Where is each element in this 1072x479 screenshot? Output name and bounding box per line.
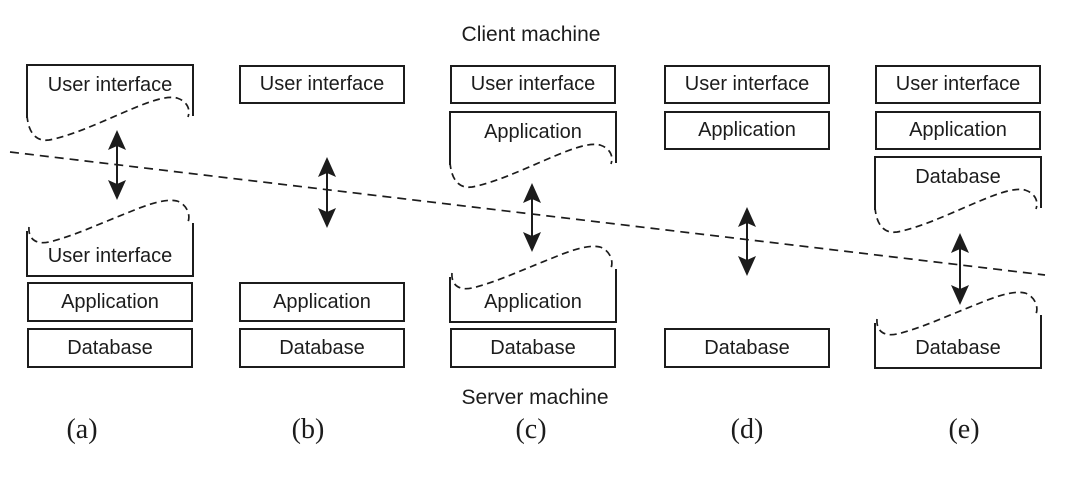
box-label: Database [67,336,153,359]
torn-box-c-server-outline [449,245,617,323]
box-label: Application [909,119,1007,141]
box-c-server-database: Database [450,328,616,368]
box-d-client-user-interface: User interface [664,65,830,104]
arrowhead-down-icon [951,285,969,305]
torn-edge-e-client [874,188,1038,234]
box-d-client-application: Application [664,111,830,150]
client-machine-label: Client machine [461,23,601,46]
arrowhead-down-icon [318,208,336,228]
network-arrow-e [951,233,969,305]
arrowhead-up-icon [523,183,541,203]
box-b-client-user-interface: User interface [239,65,405,104]
box-b-server-database: Database [239,328,405,368]
torn-edge-a-client [26,96,190,142]
torn-edge-a-server [28,199,190,244]
arrowhead-down-icon [108,180,126,200]
arrowhead-down-icon [738,256,756,276]
network-arrow-c [523,183,541,252]
arrowhead-up-icon [318,157,336,177]
box-a-client-user-interface: User interface [47,73,173,96]
arrowhead-up-icon [738,207,756,227]
torn-edge-c-client [449,143,613,189]
box-label: Application [61,290,159,313]
torn-box-e-server-outline [874,291,1042,369]
torn-edge-c-server [451,245,613,290]
column-label-e: (e) [948,414,980,445]
client-server-divider-line [9,151,1046,276]
network-arrow-d [738,207,756,276]
box-label: Application [273,290,371,313]
box-a-server-application: Application [27,282,193,322]
server-machine-label: Server machine [461,386,609,409]
torn-edge-e-server [876,291,1038,336]
box-label: Database [279,336,365,359]
box-label: User interface [259,73,385,95]
torn-box-c-client-outline [449,111,617,189]
box-label: User interface [895,73,1021,95]
box-label: User interface [684,73,810,95]
column-label-d: (d) [730,414,764,445]
box-e-client-user-interface: User interface [875,65,1041,104]
box-b-server-application: Application [239,282,405,322]
arrowhead-up-icon [108,130,126,150]
box-e-client-database: Database [915,165,1001,188]
torn-box-e-client-outline [874,156,1042,234]
column-label-a: (a) [66,414,98,445]
box-e-client-application: Application [875,111,1041,150]
box-label: Database [490,336,576,359]
box-c-server-application: Application [484,290,582,313]
network-arrow-a [108,130,126,200]
arrowhead-up-icon [951,233,969,253]
column-label-b: (b) [291,414,325,445]
box-label: Application [698,119,796,141]
column-label-c: (c) [515,414,547,445]
box-label: Database [704,336,790,359]
box-c-client-application: Application [484,120,582,143]
torn-box-a-server-outline [26,199,194,277]
box-a-server-database: Database [27,328,193,368]
box-label: User interface [470,73,596,95]
box-d-server-database: Database [664,328,830,368]
box-e-server-database: Database [915,336,1001,359]
network-arrow-b [318,157,336,228]
torn-box-a-client-outline [26,64,194,142]
box-a-server-user-interface: User interface [47,244,173,267]
arrowhead-down-icon [523,232,541,252]
box-c-client-user-interface: User interface [450,65,616,104]
